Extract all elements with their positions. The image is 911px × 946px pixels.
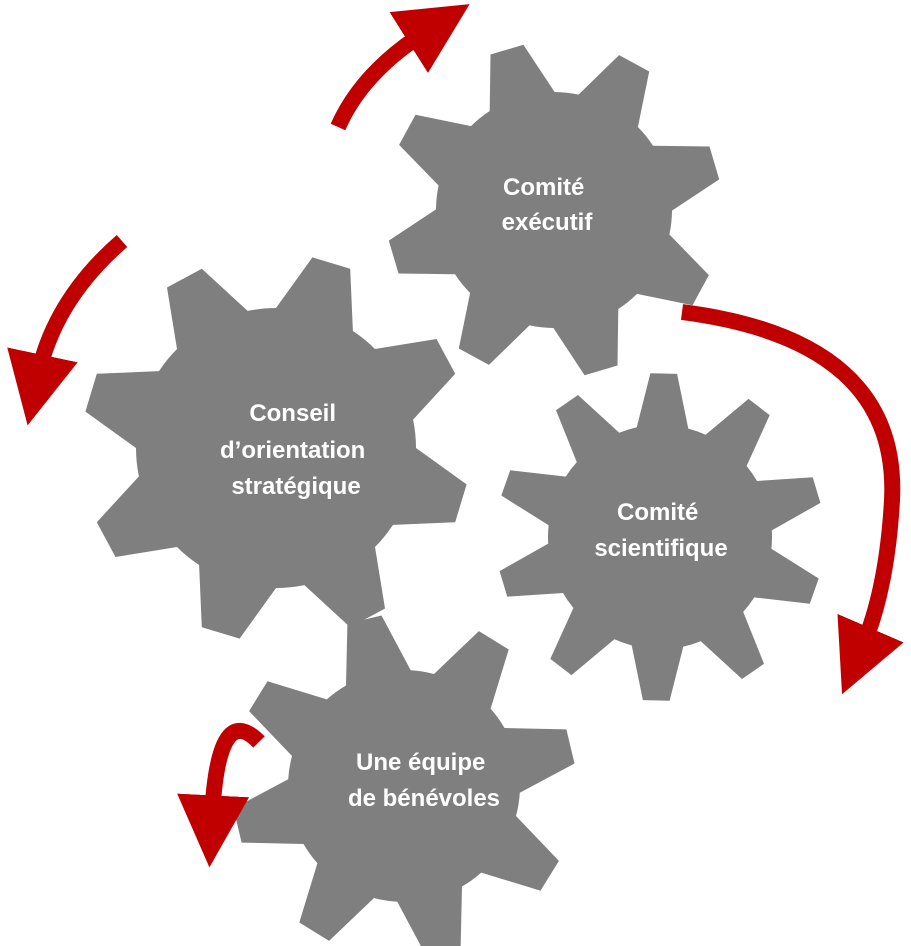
arrow-bottom-icon bbox=[177, 723, 265, 868]
gear-conseil-orientation bbox=[85, 257, 467, 639]
arrow-top-icon bbox=[330, 4, 470, 131]
label-comite-executif: Comité exécutif bbox=[502, 174, 594, 236]
label-equipe-benevoles: Une équipe de bénévoles bbox=[348, 749, 500, 812]
arrow-left-icon bbox=[7, 234, 128, 426]
arrow-right-icon bbox=[680, 304, 904, 695]
label-comite-scientifique: Comité scientifique bbox=[594, 499, 727, 562]
gear-comite-scientifique bbox=[499, 373, 821, 701]
label-conseil-orientation: Conseil d’orientation stratégique bbox=[220, 400, 372, 500]
gear-comite-executif bbox=[388, 44, 720, 376]
gear-equipe-benevoles bbox=[233, 615, 575, 946]
